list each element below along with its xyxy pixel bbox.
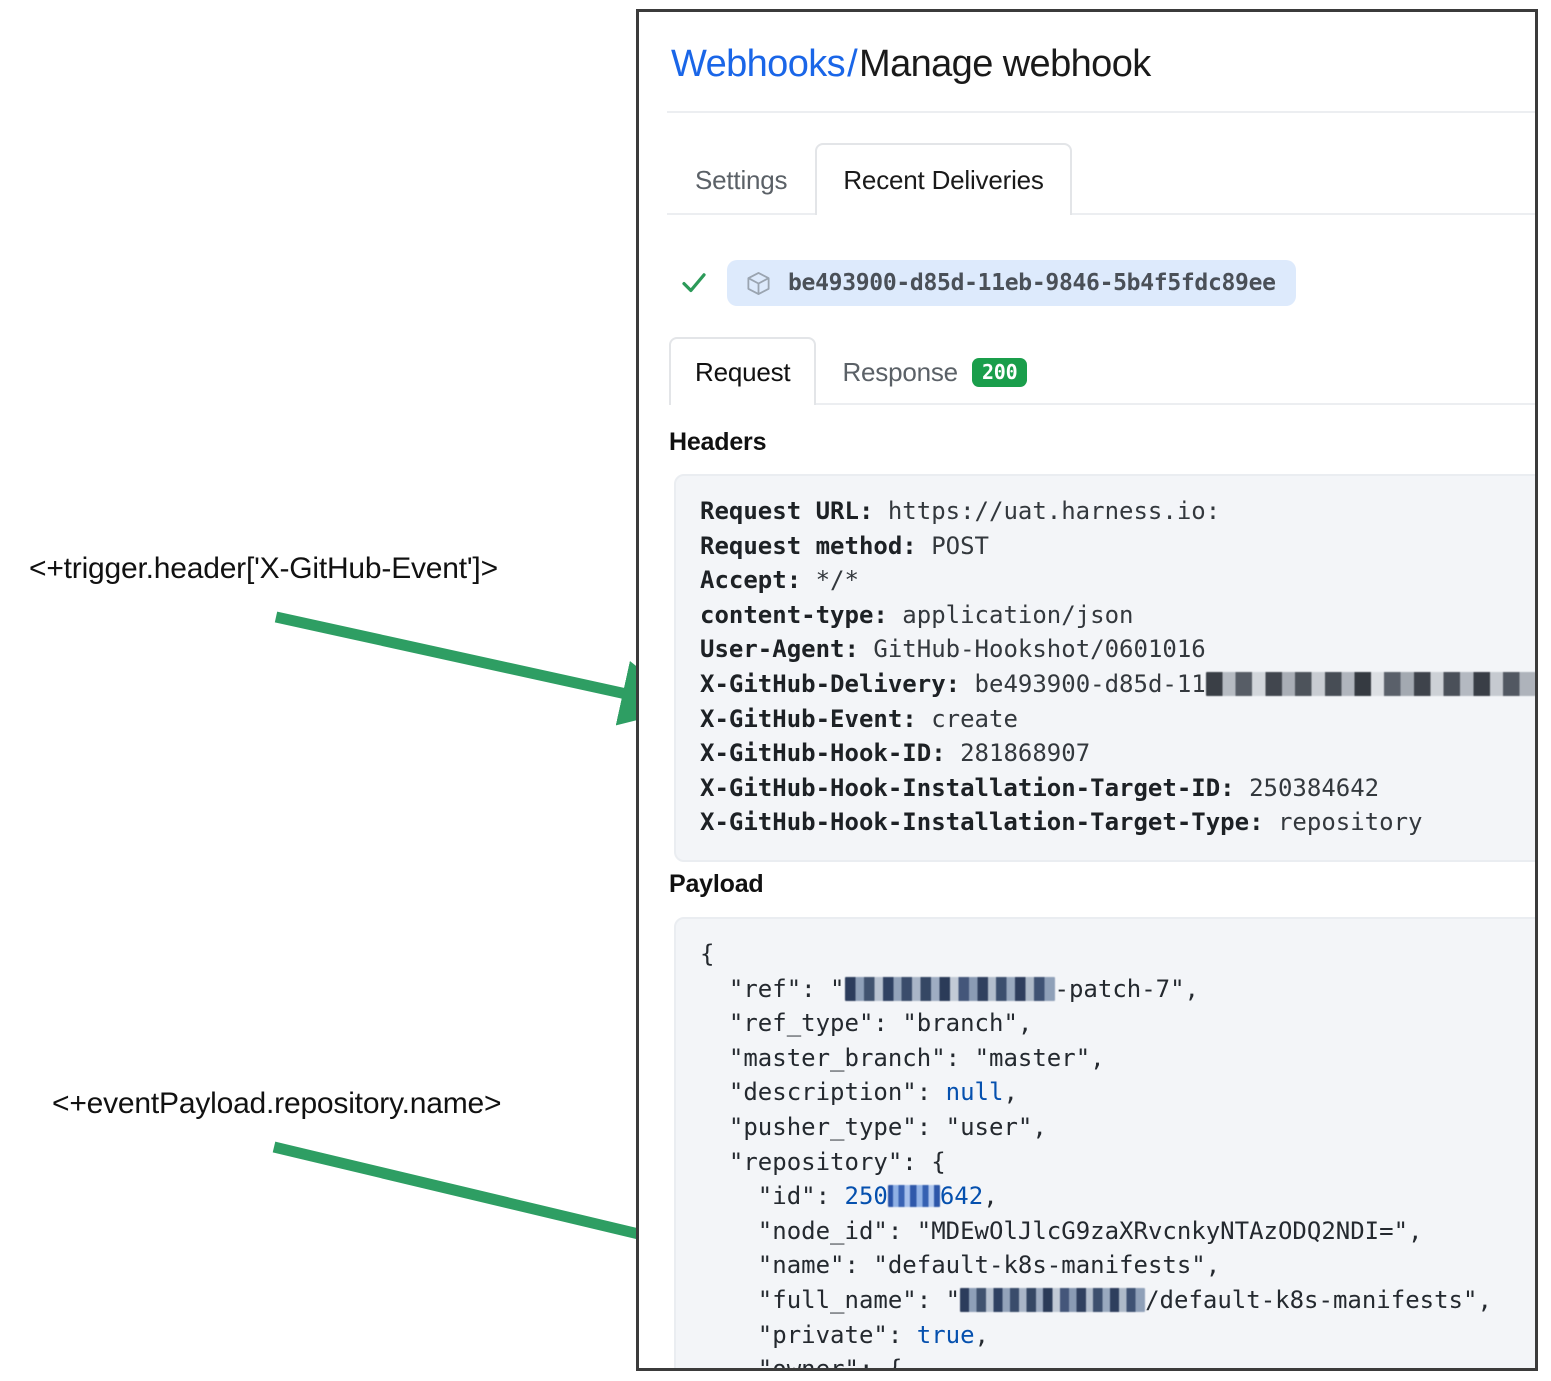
header-value: be493900-d85d-11 [974,669,1206,698]
header-value: application/json [902,600,1134,629]
payload-code-block: { "ref": "-patch-7", "ref_type": "branch… [674,917,1535,1368]
headers-code-block: Request URL: https://uat.harness.io: Req… [674,474,1535,862]
tab-request[interactable]: Request [669,337,817,409]
header-key: X-GitHub-Delivery: [700,669,961,698]
redacted-repo-id [887,1185,940,1208]
breadcrumb-separator: / [847,43,858,85]
manage-webhook-panel: Webhooks/Manage webhook Settings Recent … [636,9,1538,1371]
payload-heading: Payload [669,870,764,898]
page-title: Manage webhook [859,43,1151,85]
header-key: X-GitHub-Hook-ID: [700,739,946,768]
request-response-tabs: Request Response 200 [669,337,1053,409]
redacted-ref-owner [844,976,1055,1001]
header-key: X-GitHub-Event: [700,704,917,733]
header-key: content-type: [700,600,888,629]
redacted-fullname-owner [960,1287,1146,1312]
header-value: repository [1277,808,1423,837]
tab-response-label: Response [842,356,958,387]
divider-under-title [667,111,1535,113]
header-value: GitHub-Hookshot/0601016 [873,635,1206,664]
tab-recent-deliveries[interactable]: Recent Deliveries [815,143,1072,219]
annotation-arrow-event-payload [272,1141,741,1276]
header-key: Request URL: [700,497,874,525]
headers-heading: Headers [669,428,767,456]
header-value: create [931,704,1018,733]
redacted-delivery-id [1205,671,1535,696]
header-value: POST [931,531,989,560]
annotation-arrow-trigger-header [274,611,688,726]
header-key: X-GitHub-Hook-Installation-Target-ID: [700,773,1235,802]
annotation-label-event-payload: <+eventPayload.repository.name> [52,1087,502,1120]
package-cube-icon [745,270,772,297]
divider-under-tabs [667,213,1535,215]
check-icon [675,264,713,302]
header-key: User-Agent: [700,635,859,664]
delivery-guid-text: be493900-d85d-11eb-9846-5b4f5fdc89ee [788,270,1276,296]
tab-request-label: Request [695,356,791,387]
header-value: */* [815,566,859,595]
payload-line: "ref" [728,974,802,1003]
header-key: Request method: [700,531,917,560]
breadcrumb: Webhooks/Manage webhook [671,42,1151,88]
delivery-row[interactable]: be493900-d85d-11eb-9846-5b4f5fdc89ee [675,260,1296,306]
payload-line: { [700,940,715,968]
header-value: 281868907 [960,739,1091,768]
header-value: https://uat.harness.io: [887,497,1221,525]
tab-recent-deliveries-label: Recent Deliveries [843,164,1044,195]
tab-settings[interactable]: Settings [667,143,815,215]
status-badge: 200 [971,357,1028,387]
header-value: 250384642 [1249,773,1380,802]
delivery-guid-badge[interactable]: be493900-d85d-11eb-9846-5b4f5fdc89ee [727,260,1296,306]
annotation-label-trigger-header: <+trigger.header['X-GitHub-Event']> [29,552,498,585]
divider-under-request-tabs [669,403,1535,405]
tab-response[interactable]: Response 200 [816,337,1053,405]
header-key: Accept: [700,566,802,595]
tab-settings-label: Settings [695,164,788,195]
breadcrumb-link-webhooks[interactable]: Webhooks [671,43,846,85]
header-key: X-GitHub-Hook-Installation-Target-Type: [700,808,1264,837]
webhook-tabs: Settings Recent Deliveries [667,143,1072,219]
